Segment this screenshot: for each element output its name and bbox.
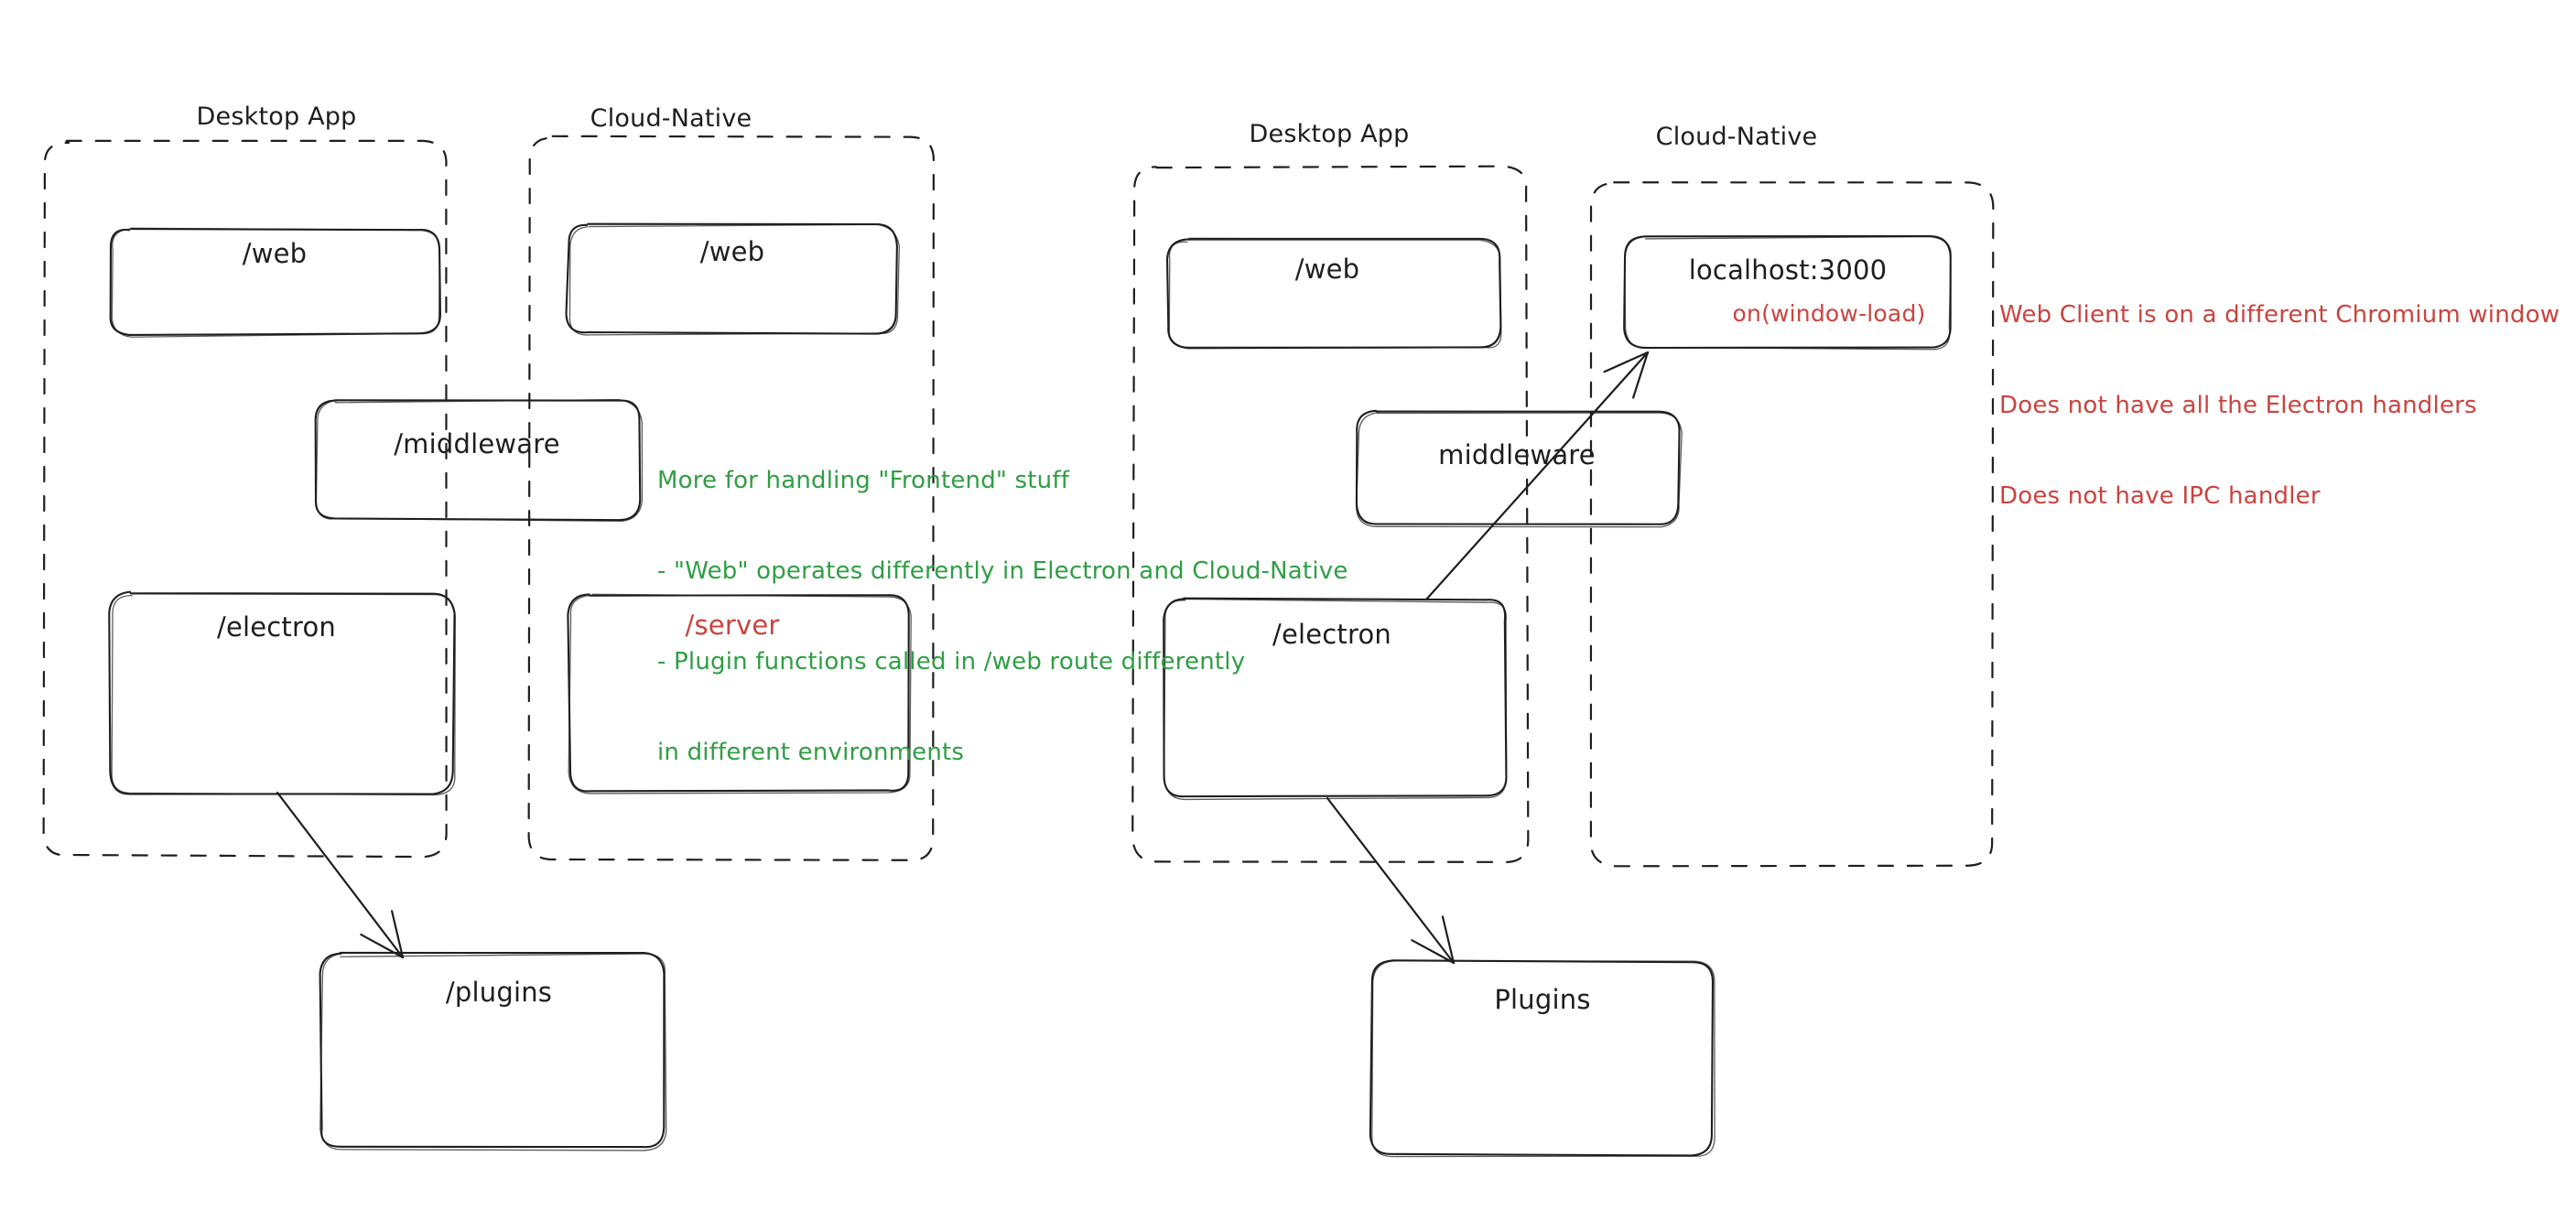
arrow-right-electron-to-localhost-shaft xyxy=(1424,351,1650,601)
node-label-right-plugins: Plugins xyxy=(1494,984,1591,1015)
annotation-frontend-line-1: More for handling "Frontend" stuff xyxy=(657,467,1070,494)
node-label-left-web-cloud: /web xyxy=(699,236,765,267)
node-label-right-electron: /electron xyxy=(1272,619,1392,650)
arrow-right-electron-to-localhost xyxy=(1424,351,1650,601)
group-title-left-cloud: Cloud-Native xyxy=(590,104,752,133)
node-label-left-web: /web xyxy=(242,238,308,269)
annotation-web-client-line-1: Web Client is on a different Chromium wi… xyxy=(1999,301,2560,329)
annotation-frontend-line-2: - "Web" operates differently in Electron… xyxy=(657,557,1348,585)
node-box-outline-r-localhost xyxy=(1623,234,1952,350)
arrow-left-electron-to-plugins-barb-2 xyxy=(391,910,405,959)
annotation-frontend-note: More for handling "Frontend" stuff - "We… xyxy=(657,405,1348,828)
annotation-frontend-line-4: in different environments xyxy=(657,739,965,766)
arrow-right-electron-to-plugins-barb-1 xyxy=(1411,939,1456,965)
node-box-outline2-r-localhost xyxy=(1624,235,1952,351)
group-title-left-desktop: Desktop App xyxy=(196,103,357,131)
node-box-r-localhost xyxy=(1623,234,1952,351)
arrow-left-electron-to-plugins-barb-1 xyxy=(360,933,405,959)
group-title-right-desktop: Desktop App xyxy=(1249,120,1410,148)
annotation-web-client-line-3: Does not have IPC handler xyxy=(1999,482,2321,510)
node-label-right-web: /web xyxy=(1294,254,1360,285)
arrow-right-electron-to-localhost-barb-2 xyxy=(1603,351,1650,373)
arrow-right-electron-to-plugins-barb-2 xyxy=(1441,915,1456,965)
node-box-outline-l-middleware xyxy=(314,399,642,522)
node-label-left-electron: /electron xyxy=(216,611,337,643)
arrow-right-electron-to-localhost-barb-1 xyxy=(1632,351,1650,399)
annotation-web-client-note: Web Client is on a different Chromium wi… xyxy=(1999,240,2560,572)
annotation-web-client-line-2: Does not have all the Electron handlers xyxy=(1999,392,2477,419)
annotation-frontend-line-3: - Plugin functions called in /web route … xyxy=(657,648,1246,675)
node-box-l-middleware xyxy=(314,398,644,522)
node-sublabel-right-localhost-onwindowload: on(window-load) xyxy=(1732,300,1926,327)
node-label-right-middleware: middleware xyxy=(1438,439,1596,470)
node-label-right-localhost: localhost:3000 xyxy=(1688,254,1888,286)
node-box-outline2-l-middleware xyxy=(315,398,644,522)
node-label-left-server: /server xyxy=(685,610,780,641)
node-label-left-plugins: /plugins xyxy=(445,977,553,1008)
node-label-left-middleware: /middleware xyxy=(394,428,560,459)
arrow-left-electron-to-plugins xyxy=(276,791,405,959)
group-title-right-cloud: Cloud-Native xyxy=(1655,123,1818,151)
arrow-left-electron-to-plugins-shaft xyxy=(276,791,405,959)
